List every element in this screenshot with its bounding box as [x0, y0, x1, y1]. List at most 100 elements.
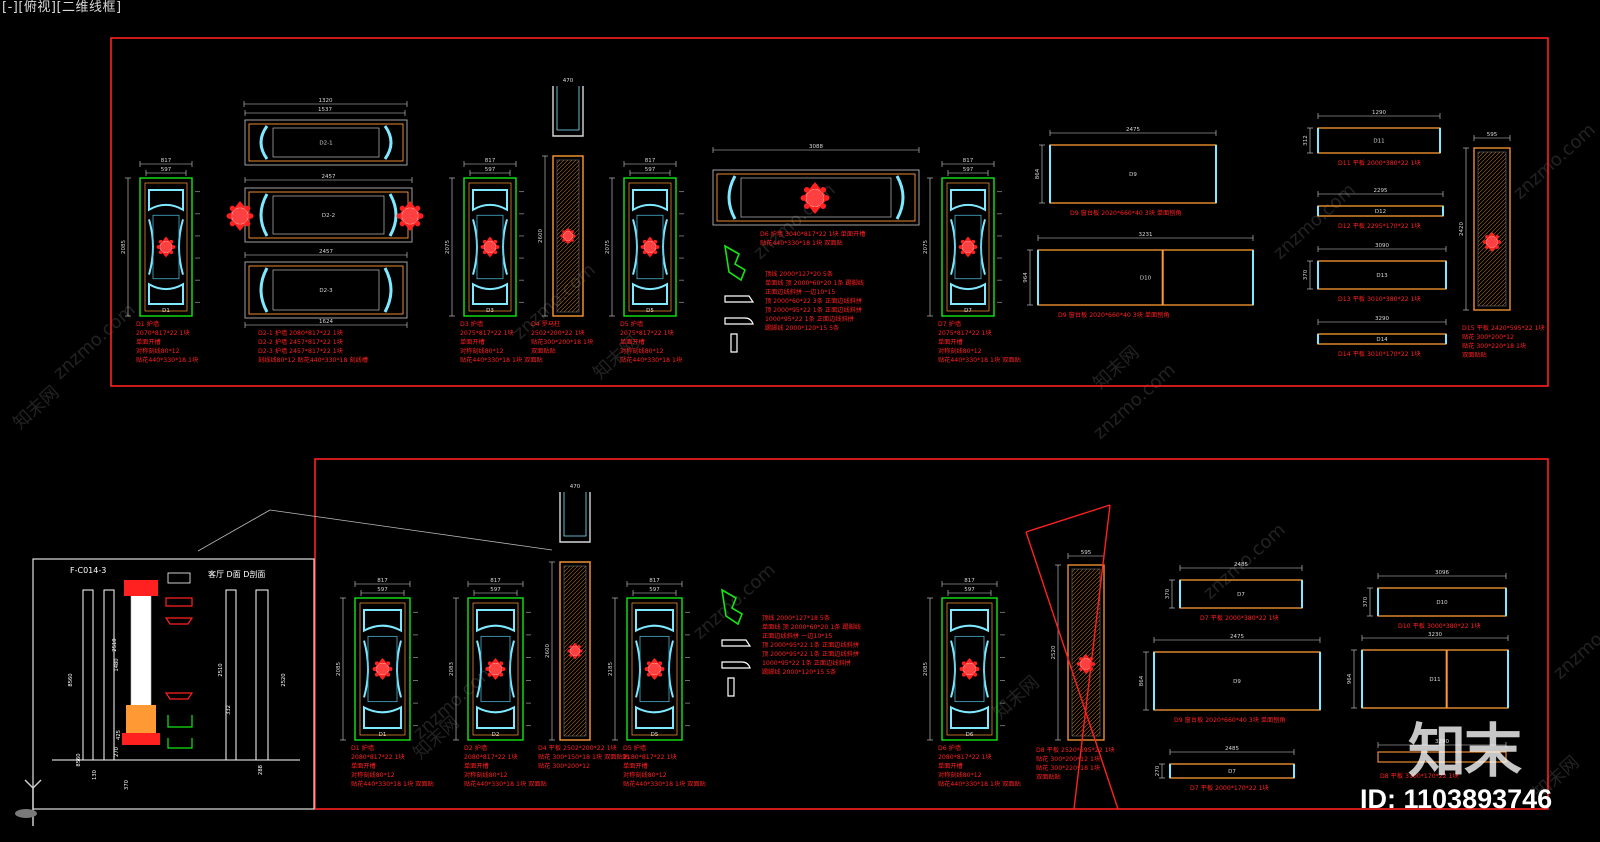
dimension-text: 270	[1155, 765, 1161, 776]
panel-bottom-arch	[476, 705, 515, 729]
dimension-text: 2075	[923, 240, 929, 254]
medallion-petal	[646, 661, 651, 666]
carved-medallion	[226, 201, 254, 231]
sill-frame	[1377, 751, 1507, 763]
medallion-petal	[237, 224, 243, 230]
viewport-label[interactable]: [-][俯视][二维线框]	[2, 0, 122, 15]
panel-note: D7 护墙	[938, 320, 961, 328]
medallion-petal	[158, 250, 163, 255]
panel-note: 单面开槽	[620, 338, 645, 346]
hpanel-curves	[259, 267, 393, 313]
medallion-petal	[973, 661, 978, 666]
medallion-petal	[971, 239, 976, 244]
medallion-petal	[658, 672, 663, 677]
detail-title: 客厅 D面 D剖面	[208, 569, 265, 579]
pilaster-section	[559, 492, 591, 543]
panel-label: D9	[1129, 172, 1137, 178]
panel-note: D2-3 护墙 2457*817*22 1块	[258, 347, 343, 355]
detail-dimension-text: 370	[124, 780, 130, 790]
medallion-petal	[248, 213, 254, 219]
panel-note: 单面开槽	[938, 338, 963, 346]
dimension-text: 2075	[445, 240, 451, 254]
hpanel-center	[272, 127, 380, 158]
medallion-petal	[812, 183, 818, 190]
dimension: 864	[1035, 144, 1045, 204]
detail-dimension-text: 2520	[281, 673, 287, 686]
panel-note: D2-2 护墙 2457*817*22 1块	[258, 338, 343, 346]
cursor-dot	[15, 809, 37, 818]
hpanel-center	[272, 195, 385, 235]
detail-section-4	[164, 692, 194, 700]
panel-note: 贴花440*330*18 1块	[620, 356, 682, 364]
dimension: 597	[145, 167, 187, 176]
watermark-diagonal-text: znzmo.com	[1509, 119, 1599, 203]
panel-outer-frame	[139, 177, 193, 317]
dimension-text: 3090	[1375, 243, 1389, 249]
dimension-text: 817	[161, 158, 172, 164]
panel-note: 双面贴贴	[531, 347, 556, 355]
dimension: 370	[1363, 587, 1373, 617]
medallion-petal	[1490, 247, 1494, 251]
panel-note: 2080*817*22 1块	[938, 753, 992, 761]
dimension-text: 2457	[322, 174, 336, 180]
panel-note: D8 平板 2520*595*22 1块	[1036, 746, 1115, 754]
detail-dimension-text: 130	[92, 770, 98, 780]
medallion-petal	[566, 228, 570, 232]
dimension-text: 2457	[319, 249, 333, 255]
panel-note: D5 护墙	[620, 320, 643, 328]
hpanel-inner	[248, 265, 404, 315]
pilaster-frame	[1473, 147, 1511, 311]
panel-note: 贴花440*330*18 1块 双面贴	[464, 780, 547, 788]
panel-note: D8 平板 3100*170*22 1块	[1380, 772, 1459, 780]
medallion-petal	[374, 661, 379, 666]
panel-note: D4 平板 2502*200*22 1块	[538, 744, 617, 752]
medallion-petal	[169, 250, 174, 255]
panel-note: 贴花300*200*18 1块	[531, 338, 593, 346]
panel-note: 贴花440*330*18 1块 双面贴	[938, 356, 1021, 364]
medallion-petal	[959, 667, 964, 671]
dimension-text: 2475	[1230, 634, 1244, 640]
panel-top-arch	[472, 189, 508, 212]
dimension-text: 595	[1487, 132, 1498, 138]
dimension-text: 597	[490, 587, 501, 593]
medallion-petal	[1483, 240, 1487, 244]
dimension: 964	[1347, 649, 1357, 709]
dimension: 2457	[244, 249, 408, 258]
panel-note: 贴花 300*220*18 1块	[1462, 342, 1526, 350]
panel-note: D13 平板 3010*380*22 1块	[1338, 295, 1421, 303]
horizontal-panel: D2-2	[244, 187, 413, 243]
dimension: 370	[1303, 260, 1313, 290]
medallion-petal	[501, 667, 506, 671]
panel-note: 刻线线80*12 贴花440*330*18 刻线槽	[258, 356, 368, 364]
panel-note: 单面开槽	[623, 762, 648, 770]
medallion-petal	[414, 220, 421, 227]
dimension-text: 597	[161, 167, 172, 173]
panel-note: D3 护墙	[460, 320, 483, 328]
panel-note: 贴花440*330*18 1块 双面贴	[938, 780, 1021, 788]
panel-note: 对称刻线80*12	[351, 771, 395, 779]
carved-medallion	[640, 236, 660, 258]
panel-inner-frame	[472, 602, 519, 736]
pilaster-section-inner	[563, 492, 587, 537]
panel-note: 正面边线斜拼 一边10*15	[765, 288, 835, 296]
dimension: 2420	[1459, 147, 1469, 311]
watermark-id: ID: 1103893746	[1360, 784, 1553, 814]
panel-top-arch	[363, 609, 402, 633]
medallion-petal	[973, 672, 978, 677]
cross-out-mark	[1025, 504, 1119, 810]
dimension-text: 817	[649, 578, 660, 584]
carved-medallion	[480, 236, 500, 258]
medallion-petal	[800, 195, 807, 201]
panel-note: 2180*817*22 1块	[623, 753, 677, 761]
dimension-text: 370	[1165, 588, 1171, 599]
medallion-petal	[388, 667, 393, 671]
dimension-text: 1320	[319, 98, 333, 104]
panel-label: D12	[1375, 209, 1386, 215]
medallion-petal	[493, 250, 498, 255]
medallion-petal	[407, 224, 413, 230]
